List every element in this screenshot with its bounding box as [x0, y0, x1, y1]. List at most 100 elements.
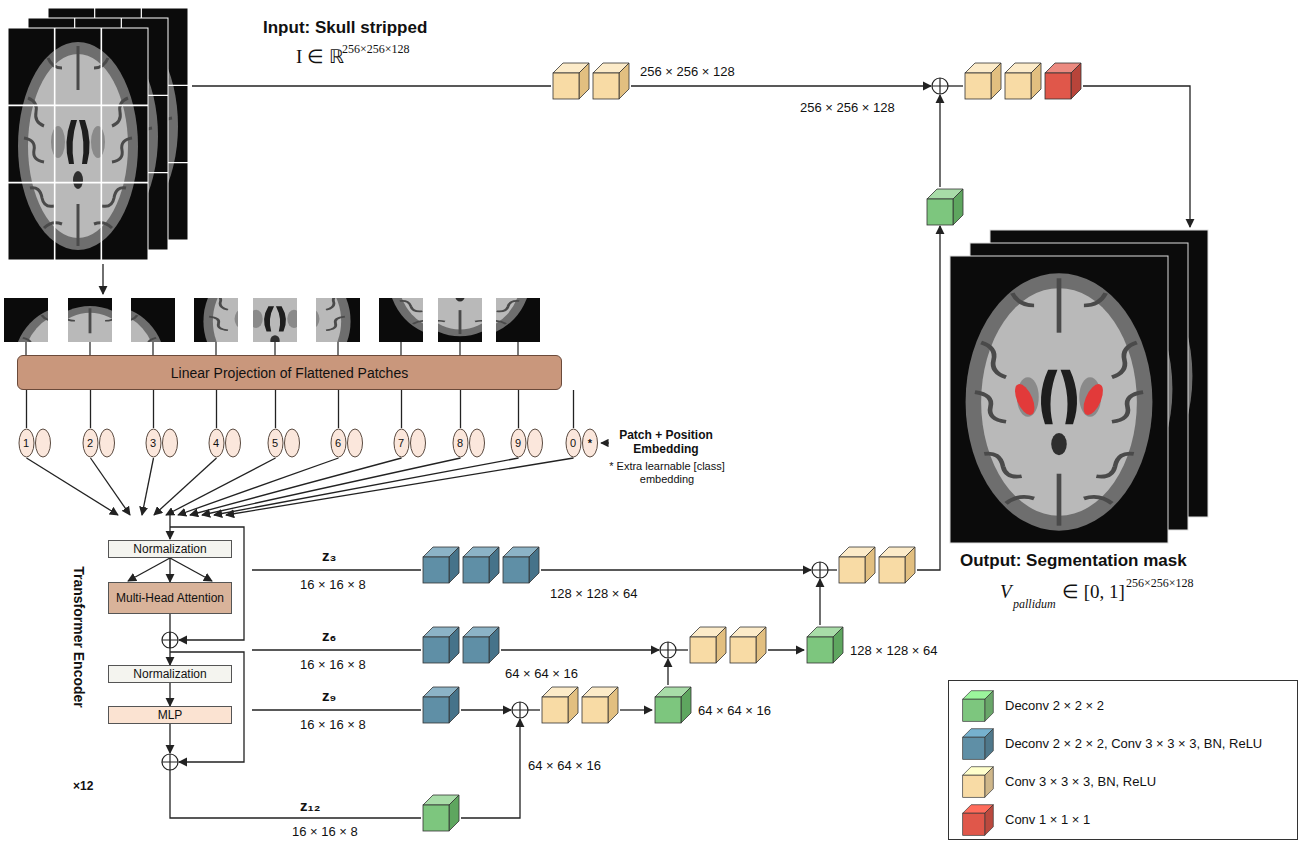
- legend-text: Conv 3 × 3 × 3, BN, ReLU: [1005, 765, 1156, 799]
- token-outline: [470, 429, 485, 457]
- connector: [169, 558, 170, 582]
- legend-swatch: [963, 813, 985, 835]
- connector: [27, 458, 119, 515]
- dimension-label: z₆: [322, 627, 336, 645]
- node-text: MLP: [158, 708, 183, 722]
- caption-text: * Extra learnable [class] embedding: [608, 460, 726, 486]
- data-line: [461, 719, 520, 818]
- output-slices: [1080, 382, 1107, 416]
- data-line: [768, 649, 804, 650]
- dimension-label: 16 × 16 × 8: [300, 717, 366, 733]
- input-slices: [8, 28, 148, 260]
- token-outline: [528, 429, 543, 457]
- dimension-label: 16 × 16 × 8: [292, 824, 358, 840]
- connector: [460, 390, 461, 428]
- layer-cube: [807, 627, 843, 663]
- legend-swatch: [985, 729, 994, 760]
- legend-text: Conv 1 × 1 × 1: [1005, 803, 1090, 837]
- patch-images: [408, 210, 540, 342]
- data-line: [501, 649, 659, 650]
- dimension-label: 64 × 64 × 16: [528, 758, 601, 774]
- token-outline: [285, 429, 300, 457]
- connector: [90, 390, 91, 428]
- connector: [142, 458, 154, 515]
- layer-cube: [839, 547, 875, 583]
- connector: [338, 390, 339, 428]
- layer-cube: [1005, 63, 1041, 99]
- layer-cube: [655, 687, 691, 723]
- token-outline: [411, 429, 426, 457]
- node-text: Linear Projection of Flattened Patches: [171, 365, 408, 381]
- dimension-label: 64 × 64 × 16: [505, 666, 578, 682]
- patch-images: [4, 210, 540, 430]
- data-line: [461, 709, 511, 710]
- node-text: 5: [267, 428, 283, 458]
- output-slices: [950, 256, 1168, 543]
- layer-cube: [582, 687, 618, 723]
- token-outline: [331, 429, 346, 457]
- sum-node: [932, 78, 948, 94]
- legend-row: Conv 3 × 3 × 3, BN, ReLU: [949, 765, 1297, 799]
- data-line: [252, 569, 421, 570]
- caption-text: 256×256×128: [1126, 576, 1194, 590]
- token-outline: [453, 429, 468, 457]
- repeat-count: ×12: [73, 779, 93, 793]
- legend-text: Deconv 2 × 2 × 2, Conv 3 × 3 × 3, BN, Re…: [1005, 727, 1262, 761]
- data-line: [170, 800, 421, 818]
- node-text: 7: [393, 428, 409, 458]
- data-line: [939, 95, 940, 187]
- output-slices: [1011, 382, 1038, 416]
- data-line: [528, 709, 540, 710]
- layer-cube: [927, 189, 963, 225]
- token-embedding: 4: [208, 428, 242, 458]
- dimension-label: 16 × 16 × 8: [300, 657, 366, 673]
- node-text: Normalization: [133, 542, 206, 556]
- layer-box: Normalization: [108, 665, 232, 683]
- token-embedding: 0*: [565, 428, 599, 458]
- legend-swatch: [963, 737, 985, 759]
- token-outline: [163, 429, 178, 457]
- node-text: Multi-Head Attention: [116, 591, 224, 605]
- layer-cube: [690, 627, 726, 663]
- sum-node: [812, 562, 828, 578]
- token-embedding: 6: [330, 428, 364, 458]
- connector: [154, 458, 217, 515]
- token-outline: [146, 429, 161, 457]
- flow-arrow: [102, 264, 103, 294]
- dimension-label: 16 × 16 × 8: [300, 577, 366, 593]
- token-embedding: 2: [82, 428, 116, 458]
- token-outline: [566, 429, 581, 457]
- encoder-flow-line: [169, 724, 170, 753]
- layer-cube: [423, 687, 459, 723]
- node-text: 8: [452, 428, 468, 458]
- legend-frame: Deconv 2 × 2 × 2Deconv 2 × 2 × 2, Conv 3…: [948, 680, 1298, 840]
- node-text: 2: [82, 428, 98, 458]
- token-embedding: 9: [510, 428, 544, 458]
- token-embedding: 3: [145, 428, 179, 458]
- caption-text: ∈ [0, 1]: [1062, 581, 1125, 604]
- node-text: 0: [565, 428, 581, 458]
- block-title: Transformer Encoder: [71, 566, 87, 708]
- legend-swatch: [961, 727, 995, 761]
- data-line: [828, 569, 837, 570]
- data-line: [676, 649, 688, 650]
- layer-box: Normalization: [108, 540, 232, 558]
- input-slices: [8, 28, 148, 260]
- token-outline: [268, 429, 283, 457]
- dimension-label: z₃: [322, 547, 336, 565]
- patch-images: [26, 342, 518, 355]
- data-line: [948, 85, 963, 86]
- output-slices: [950, 256, 1168, 543]
- token-outline: [226, 429, 241, 457]
- sum-node: [512, 78, 948, 718]
- legend-swatch: [961, 689, 995, 723]
- connector: [275, 390, 276, 428]
- layer-cube: [730, 627, 766, 663]
- layer-cube: [1045, 63, 1081, 99]
- connector: [518, 390, 519, 428]
- block-outline: [66, 516, 251, 799]
- token-outline: [100, 429, 115, 457]
- legend-row: Conv 1 × 1 × 1: [949, 803, 1297, 837]
- projection-band: Linear Projection of Flattened Patches: [17, 355, 562, 390]
- input-slices: [8, 28, 148, 260]
